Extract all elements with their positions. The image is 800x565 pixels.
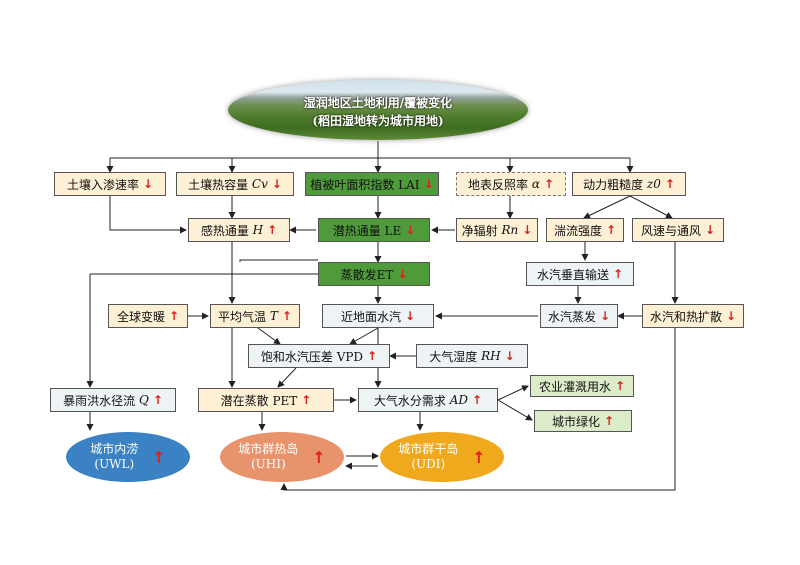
node-label: 土壤入渗速率: [66, 177, 139, 192]
node-ad: 大气水分需求 AD↑: [358, 388, 498, 412]
land-change-subtitle: (稻田湿地转为城市用地): [312, 114, 444, 128]
node-symbol: RH: [481, 349, 501, 363]
trend-arrow: ↓: [522, 223, 533, 237]
trend-arrow: ↑: [603, 414, 615, 428]
trend-arrow: ↓: [404, 309, 416, 323]
node-mean-temp: 平均气温 T↑: [210, 304, 300, 328]
trend-arrow: ↓: [405, 223, 416, 237]
node-infiltration: 土壤入渗速率↓: [54, 172, 166, 196]
node-symbol: AD: [449, 393, 469, 407]
trend-arrow: ↑: [472, 447, 486, 467]
outcome-label: 城市群干岛: [398, 442, 459, 456]
node-net-radiation: 净辐射 Rn↓: [456, 218, 538, 242]
node-rh: 大气湿度 RH↓: [416, 344, 528, 368]
node-symbol: z0: [646, 177, 661, 191]
node-evaporation: 水汽蒸发↓: [540, 304, 618, 328]
outcome-label: 城市群热岛: [238, 442, 299, 456]
node-label: 平均气温: [218, 309, 267, 324]
outcome-udi: 城市群干岛(UDI) ↑: [380, 432, 504, 482]
node-roughness: 动力粗糙度 z0↑: [572, 172, 686, 196]
node-near-vapor: 近地面水汽↓: [322, 304, 434, 328]
node-label: 全球变暖: [116, 309, 165, 324]
node-label: 水汽蒸发: [547, 309, 596, 324]
outcome-uhi: 城市群热岛(UHI) ↑: [220, 432, 344, 482]
node-label: 近地面水汽: [340, 309, 401, 324]
node-label: 潜在蒸散 PET: [220, 393, 298, 408]
trend-arrow: ↓: [504, 349, 515, 363]
node-symbol: H: [252, 223, 264, 237]
trend-arrow: ↑: [367, 349, 378, 363]
node-symbol: Cv: [251, 177, 268, 191]
node-label: 暴雨洪水径流: [63, 393, 136, 408]
trend-arrow: ↑: [605, 223, 617, 237]
node-greening: 城市绿化↑: [534, 410, 632, 432]
rice-paddy-photo: 湿润地区土地利用/覆被变化 (稻田湿地转为城市用地): [228, 80, 528, 140]
node-label: 湍流强度: [553, 223, 602, 238]
node-label: 土壤热容量: [188, 177, 249, 192]
node-label: 动力粗糙度: [583, 177, 644, 192]
node-heat-capacity: 土壤热容量 Cv↓: [176, 172, 294, 196]
node-sensible-heat: 感热通量 H↑: [188, 218, 290, 242]
node-vertical-transport: 水汽垂直输送↑: [526, 262, 634, 286]
node-vapor-heat-diffusion: 水汽和热扩散↓: [642, 304, 744, 328]
trend-arrow: ↓: [599, 309, 611, 323]
trend-arrow: ↑: [152, 393, 163, 407]
node-turbulence: 湍流强度↑: [546, 218, 624, 242]
outcome-abbr: (UWL): [94, 457, 135, 471]
node-lai: 植被叶面积指数 LAI↓: [305, 172, 439, 196]
node-label: 植被叶面积指数 LAI: [310, 177, 420, 192]
trend-arrow: ↑: [301, 393, 312, 407]
node-label: 风速与通风: [640, 223, 701, 238]
node-label: 蒸散发ET: [340, 267, 394, 282]
outcome-uwl: 城市内涝(UWL) ↑: [66, 432, 190, 482]
trend-arrow: ↑: [614, 379, 626, 393]
trend-arrow: ↑: [612, 267, 624, 281]
trend-arrow: ↑: [543, 177, 554, 191]
node-label: 大气湿度: [429, 349, 478, 364]
node-runoff: 暴雨洪水径流 Q↑: [50, 388, 176, 412]
node-label: 大气水分需求: [373, 393, 446, 408]
node-label: 感热通量: [200, 223, 249, 238]
node-symbol: T: [269, 309, 278, 323]
trend-arrow: ↓: [423, 177, 434, 191]
node-irrigation: 农业灌溉用水↑: [530, 375, 634, 397]
node-label: 水汽垂直输送: [536, 267, 609, 282]
trend-arrow: ↑: [281, 309, 292, 323]
node-label: 水汽和热扩散: [649, 309, 722, 324]
node-et: 蒸散发ET↓: [318, 262, 430, 286]
node-albedo: 地表反照率 α↑: [456, 172, 566, 196]
node-symbol: Rn: [501, 223, 519, 237]
trend-arrow: ↓: [704, 223, 716, 237]
node-latent-heat: 潜热通量 LE↓: [318, 218, 430, 242]
trend-arrow: ↑: [267, 223, 278, 237]
trend-arrow: ↑: [472, 393, 483, 407]
node-label: 城市绿化: [551, 414, 600, 429]
trend-arrow: ↓: [397, 267, 408, 281]
node-label: 潜热通量 LE: [332, 223, 402, 238]
trend-arrow: ↑: [664, 177, 675, 191]
node-wind: 风速与通风↓: [632, 218, 724, 242]
node-global-warming: 全球变暖↑: [108, 304, 188, 328]
node-label: 饱和水汽压差 VPD: [260, 349, 364, 364]
trend-arrow: ↑: [152, 447, 166, 467]
trend-arrow: ↓: [142, 177, 154, 191]
node-label: 净辐射: [461, 223, 498, 238]
outcome-abbr: (UHI): [250, 457, 286, 471]
node-pet: 潜在蒸散 PET↑: [198, 388, 334, 412]
trend-arrow: ↓: [271, 177, 282, 191]
node-symbol: Q: [138, 393, 149, 407]
node-label: 地表反照率: [467, 177, 528, 192]
trend-arrow: ↑: [168, 309, 180, 323]
node-label: 农业灌溉用水: [538, 379, 611, 394]
node-vpd: 饱和水汽压差 VPD↑: [248, 344, 390, 368]
land-change-title: 湿润地区土地利用/覆被变化: [303, 96, 453, 110]
trend-arrow: ↑: [312, 447, 326, 467]
trend-arrow: ↓: [725, 309, 737, 323]
outcome-abbr: (UDI): [411, 457, 446, 471]
outcome-label: 城市内涝: [90, 442, 139, 456]
node-symbol: α: [531, 177, 540, 191]
